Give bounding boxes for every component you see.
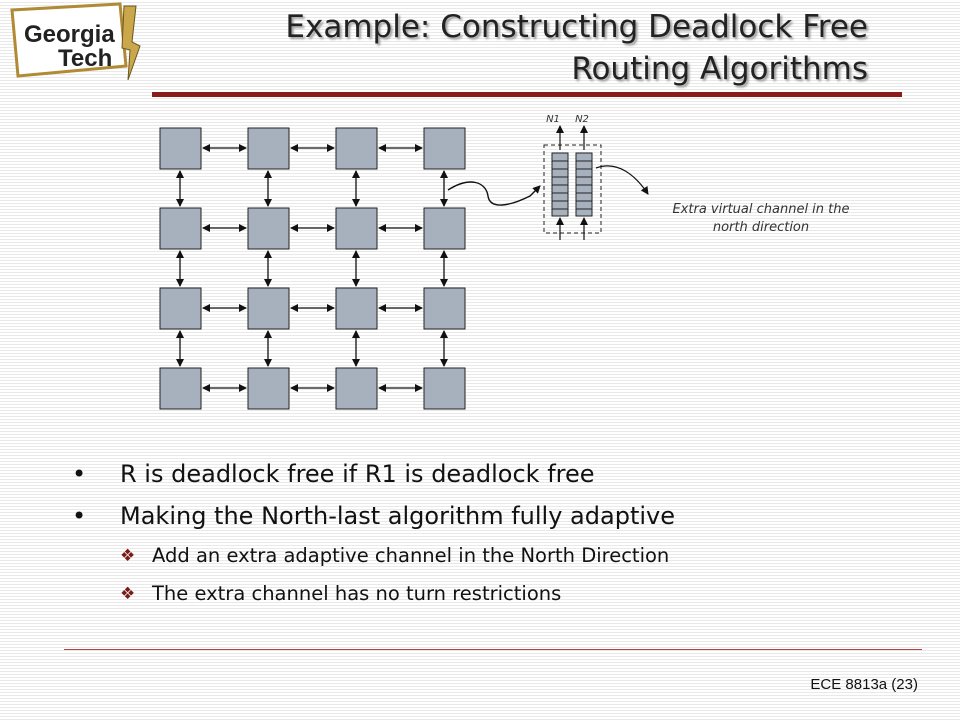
annotation-arrow: [595, 165, 649, 195]
n2-label: N2: [575, 114, 589, 125]
mesh-node: [159, 127, 202, 170]
sub-bullet-item: ❖ Add an extra adaptive channel in the N…: [72, 539, 932, 577]
mesh-node: [335, 287, 378, 330]
sub-bullet-item: ❖ The extra channel has no turn restrict…: [72, 577, 932, 615]
footer-divider: [64, 649, 922, 650]
slide-footer: ECE 8813a (23): [810, 676, 918, 693]
diamond-bullet-icon: ❖: [120, 584, 136, 604]
mesh-node: [423, 127, 466, 170]
sub-bullet-text: The extra channel has no turn restrictio…: [152, 582, 562, 605]
mesh-node: [159, 207, 202, 250]
channel-detail-box: [543, 144, 602, 234]
slide-title-line2: Routing Algorithms: [571, 51, 868, 87]
mesh-network-diagram: N1 N2 Extra virtual channel in the north…: [159, 114, 850, 410]
mesh-node: [247, 207, 290, 250]
callout-arrow: [447, 181, 541, 206]
bullet-text: Making the North-last algorithm fully ad…: [120, 502, 675, 530]
svg-text:Georgia: Georgia: [24, 21, 115, 48]
n1-label: N1: [546, 114, 560, 125]
bullet-marker: •: [72, 460, 87, 488]
mesh-node: [335, 127, 378, 170]
mesh-node: [335, 207, 378, 250]
svg-text:Tech: Tech: [58, 45, 112, 72]
mesh-node: [159, 287, 202, 330]
title-underline: [152, 92, 902, 97]
slide-title: Example: Constructing Deadlock Free Rout…: [148, 6, 868, 90]
sub-bullet-text: Add an extra adaptive channel in the Nor…: [152, 544, 670, 567]
mesh-node: [247, 367, 290, 410]
mesh-node: [247, 287, 290, 330]
mesh-node: [423, 287, 466, 330]
annotation-line2: north direction: [713, 220, 809, 235]
bullet-marker: •: [72, 502, 87, 530]
bullet-text: R is deadlock free if R1 is deadlock fre…: [120, 460, 595, 488]
mesh-node: [423, 207, 466, 250]
mesh-node: [335, 367, 378, 410]
mesh-node: [247, 127, 290, 170]
bullet-item: • R is deadlock free if R1 is deadlock f…: [72, 455, 932, 497]
bullet-list: • R is deadlock free if R1 is deadlock f…: [72, 455, 932, 615]
georgia-tech-logo: Georgia Tech: [10, 2, 141, 81]
mesh-node: [423, 367, 466, 410]
mesh-node: [159, 367, 202, 410]
diamond-bullet-icon: ❖: [120, 546, 136, 566]
bullet-item: • Making the North-last algorithm fully …: [72, 497, 932, 539]
annotation-line1: Extra virtual channel in the: [672, 202, 849, 217]
slide-title-line1: Example: Constructing Deadlock Free: [285, 9, 868, 45]
